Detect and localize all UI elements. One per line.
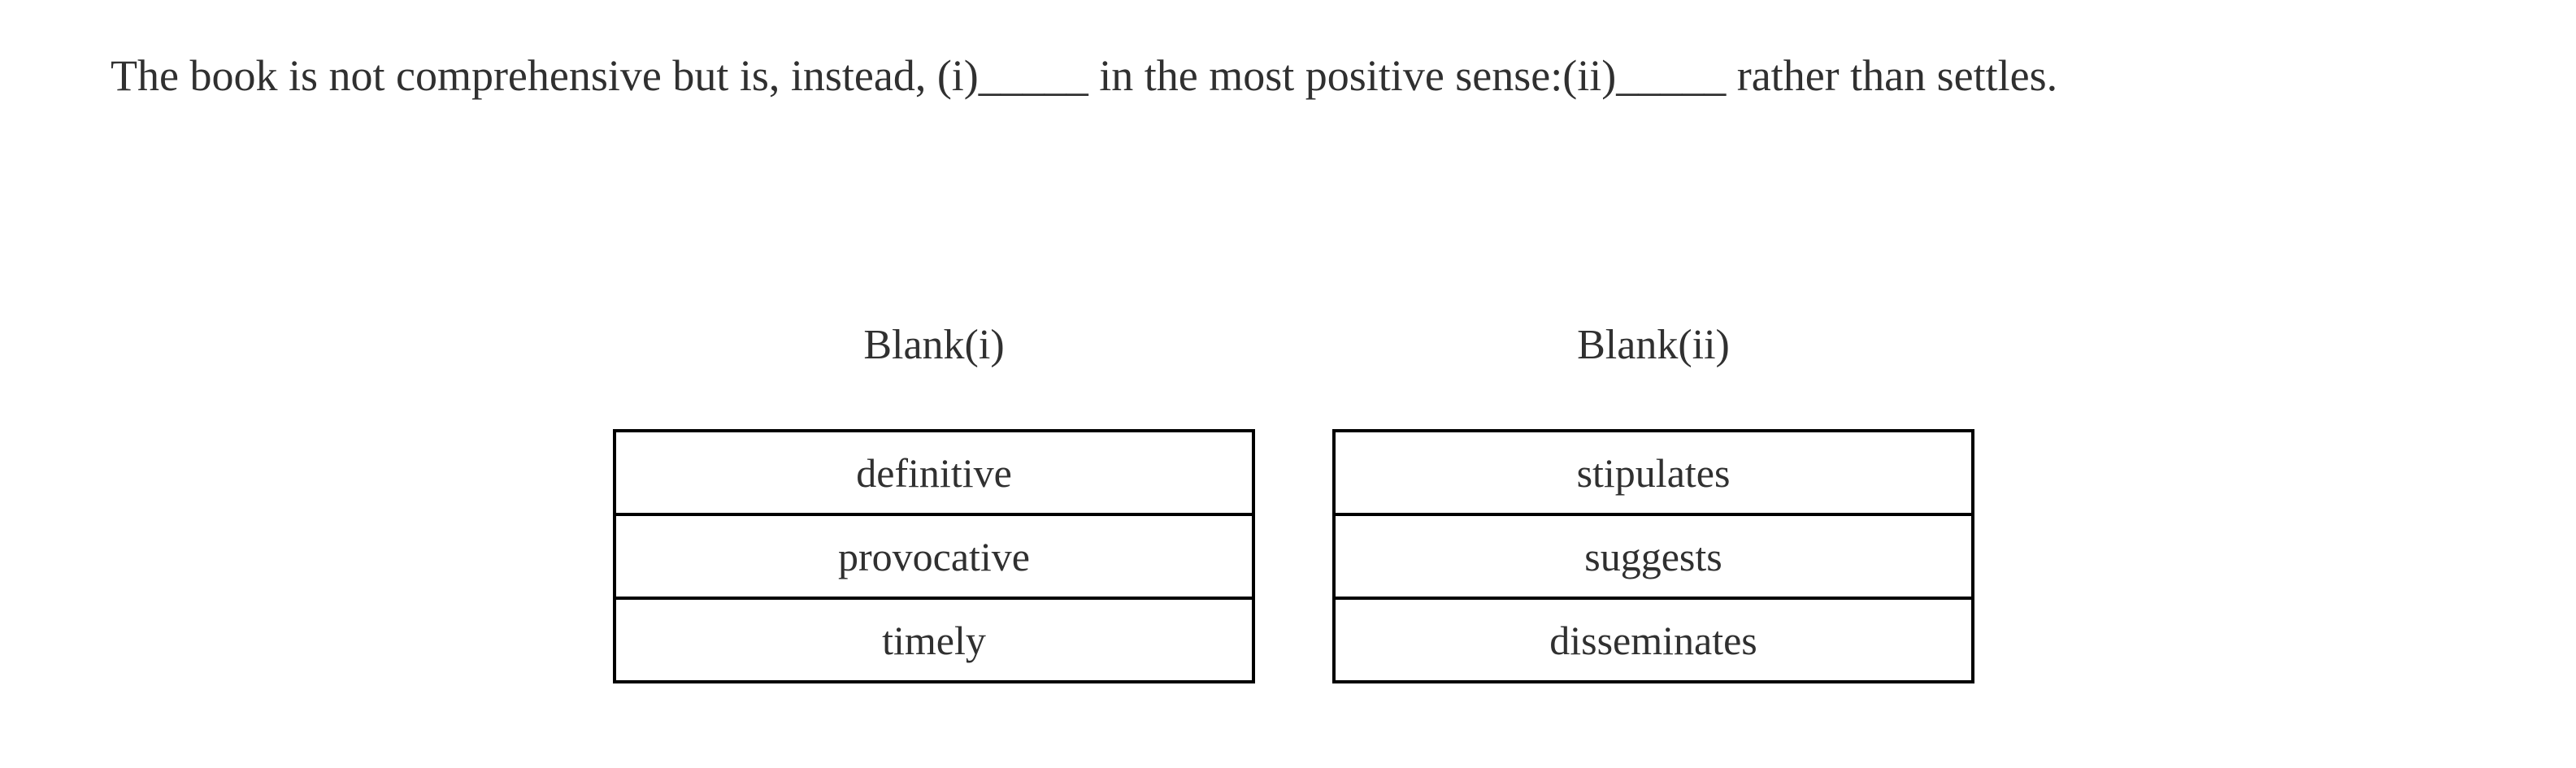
- blank-i-underline: _____: [978, 51, 1088, 100]
- blank-ii-option-1[interactable]: stipulates: [1332, 429, 1974, 516]
- blank-i-option-2[interactable]: provocative: [613, 513, 1255, 600]
- blank-ii-option-3[interactable]: disseminates: [1332, 597, 1974, 683]
- table-row: stipulates: [1332, 429, 1974, 516]
- sentence-text-after-blank-ii: rather than settles.: [1726, 51, 2058, 100]
- sentence-text-between-blanks: in the most positive sense:(ii): [1088, 51, 1617, 100]
- blank-ii-option-2[interactable]: suggests: [1332, 513, 1974, 600]
- blank-i-option-1[interactable]: definitive: [613, 429, 1255, 516]
- blank-ii-header: Blank(ii): [1577, 322, 1730, 368]
- blank-i-header: Blank(i): [863, 322, 1005, 368]
- blank-i-option-3[interactable]: timely: [613, 597, 1255, 683]
- table-row: timely: [613, 597, 1255, 683]
- table-row: provocative: [613, 513, 1255, 600]
- table-row: suggests: [1332, 513, 1974, 600]
- blank-i-column: Blank(i) definitive provocative timely: [613, 320, 1255, 694]
- blank-ii-column: Blank(ii) stipulates suggests disseminat…: [1332, 320, 1974, 694]
- blank-ii-options-table: stipulates suggests disseminates: [1332, 429, 1974, 683]
- table-row: disseminates: [1332, 597, 1974, 683]
- table-row: definitive: [613, 429, 1255, 516]
- blank-i-options-table: definitive provocative timely: [613, 429, 1255, 683]
- blank-ii-underline: _____: [1616, 51, 1727, 100]
- question-sentence: The book is not comprehensive but is, in…: [111, 49, 2057, 104]
- sentence-text-before-blank-i: The book is not comprehensive but is, in…: [111, 51, 979, 100]
